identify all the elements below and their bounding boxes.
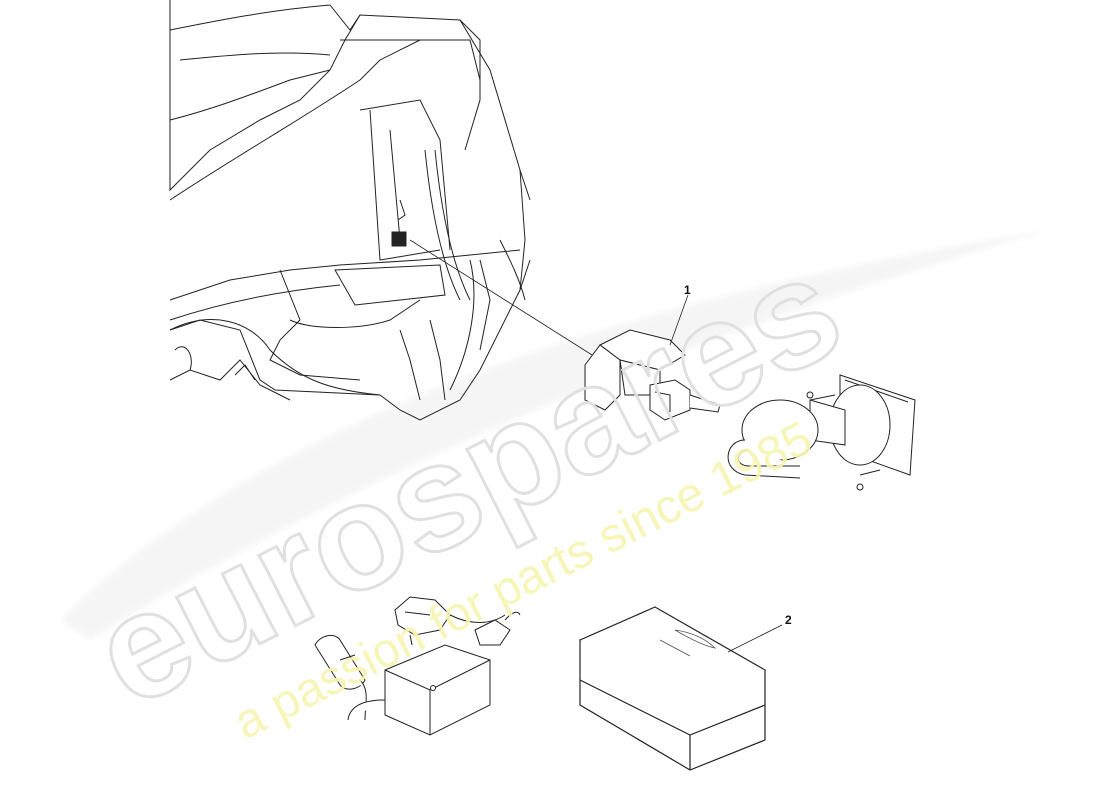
connector-housing: [584, 329, 721, 421]
callout-1-leader: [669, 294, 689, 346]
charger-unit: [347, 644, 491, 736]
callout-2-leader: [727, 624, 783, 653]
mains-plug: [394, 596, 506, 646]
kit-box: [578, 606, 767, 771]
charging-socket: [727, 374, 916, 491]
callout-2: 2: [785, 613, 792, 627]
winged-logo: [659, 629, 717, 657]
inline-connector: [474, 611, 521, 646]
boot-structure: [169, 0, 531, 421]
leader-battery-connector: [409, 239, 601, 361]
callout-1: 1: [684, 283, 691, 297]
